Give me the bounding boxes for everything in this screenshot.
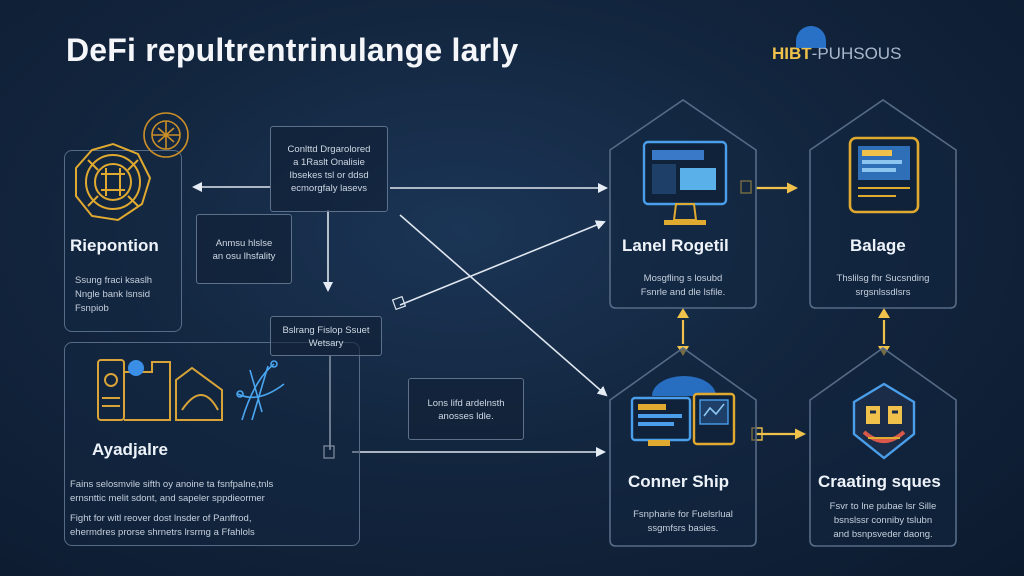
desc-ayadjalre-2: Fight for witl reover dost lnsder of Pan…: [70, 513, 255, 538]
card-lanel-rogetil-desc: Mosgfling s losubd Fsnrle and dle lsfile…: [640, 273, 726, 298]
panel-ayadjalre: [64, 342, 360, 546]
heading-ayadjalre: Ayadjalre: [92, 440, 168, 459]
card-balage-heading: Balage: [850, 236, 906, 255]
computer-desk-icon: [630, 376, 736, 446]
brand-part1: HIBT: [772, 44, 812, 63]
desc-ayadjalre-1: Fains selosmvile sifth oy anoine ta fsnf…: [70, 479, 274, 504]
brand-part2: -PUHSOUS: [811, 44, 902, 63]
card-craating-sques-desc: Fsvr to lne pubae lsr Sille bsnslssr con…: [829, 501, 937, 540]
note-top: Conlttd Drgarolored a 1Raslt Onalisie Ib…: [270, 126, 388, 212]
tribal-mask-icon: [852, 382, 916, 460]
card-craating-sques-heading: Craating sques: [818, 472, 941, 491]
note-lower: Bslrang Fislop Ssuet Wetsary: [270, 316, 382, 356]
page-title: DeFi repultrentrinulange larly: [66, 32, 519, 68]
note-middle: Anmsu hlslse an osu lhsfality: [196, 214, 292, 284]
desc-riepontion: Ssung fraci ksaslh Nngle bank lsnsid Fsn…: [75, 275, 153, 314]
note-center: Lons lifd ardelnsth anosses ldle.: [408, 378, 524, 440]
tablet-icon: [848, 136, 920, 214]
panel-riepontion: [64, 150, 182, 332]
data-chart-icon: [97, 359, 285, 421]
card-conner-ship-heading: Conner Ship: [628, 472, 730, 491]
ornate-gold-emblem-icon: [75, 142, 152, 222]
heading-riepontion: Riepontion: [70, 236, 159, 255]
brand-logo: HIBT-PUHSOUS: [772, 26, 902, 64]
card-conner-ship-desc: Fsnpharie for Fuelsrlual ssgmfsrs basies…: [633, 509, 733, 534]
card-lanel-rogetil-heading: Lanel Rogetil: [622, 236, 729, 255]
card-balage-desc: Thslilsg fhr Sucsnding srgsnlssdlsrs: [836, 273, 930, 298]
small-gold-emblem-icon: [143, 112, 189, 158]
arrow-diagonal-down: [399, 214, 608, 397]
brand-dome-icon: [796, 26, 826, 48]
arrow-diagonal-up: [399, 220, 606, 306]
monitor-icon: [642, 140, 728, 225]
